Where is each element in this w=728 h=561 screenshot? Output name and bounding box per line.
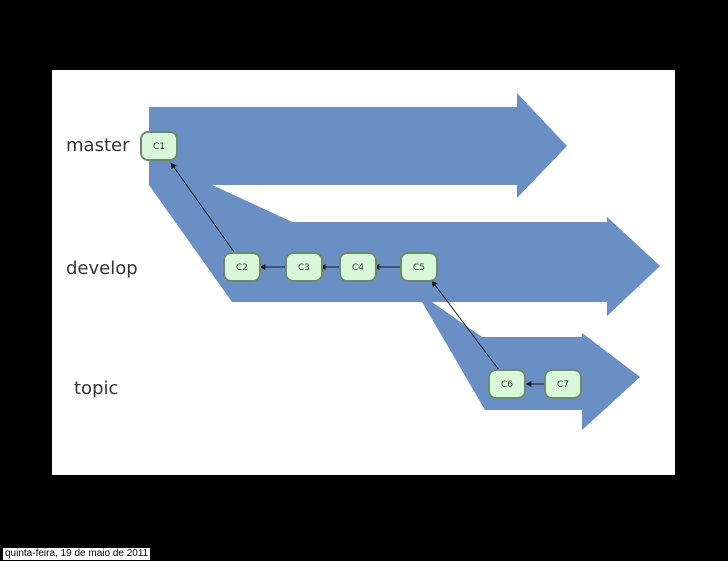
commit-node-c4[interactable]: C4 [339, 252, 377, 282]
commit-label: C4 [352, 263, 364, 273]
branch-label-develop: develop [66, 258, 138, 279]
commit-node-c6[interactable]: C6 [488, 369, 526, 399]
commit-edges [170, 162, 547, 387]
commit-label: C5 [413, 263, 425, 273]
footer-date: quinta-feira, 19 de maio de 2011 [3, 548, 151, 560]
commit-label: C2 [236, 263, 248, 273]
commit-node-c1[interactable]: C1 [140, 131, 178, 161]
commit-node-c5[interactable]: C5 [400, 252, 438, 282]
commit-label: C1 [153, 142, 165, 152]
commit-label: C3 [298, 263, 310, 273]
edge-c2-c1 [170, 162, 235, 253]
commit-node-c2[interactable]: C2 [223, 252, 261, 282]
slide: master develop topic C1 C2 C3 C4 [52, 70, 675, 475]
topic-branch-band [422, 302, 640, 430]
commit-node-c3[interactable]: C3 [285, 252, 323, 282]
branch-label-topic: topic [74, 378, 118, 399]
develop-branch-band [149, 185, 660, 316]
edge-c6-c5 [431, 280, 500, 371]
commit-label: C7 [557, 380, 569, 390]
commit-label: C6 [501, 380, 513, 390]
git-branch-diagram: master develop topic C1 C2 C3 C4 [66, 93, 660, 430]
commit-node-c7[interactable]: C7 [544, 369, 582, 399]
branch-label-master: master [66, 135, 130, 156]
